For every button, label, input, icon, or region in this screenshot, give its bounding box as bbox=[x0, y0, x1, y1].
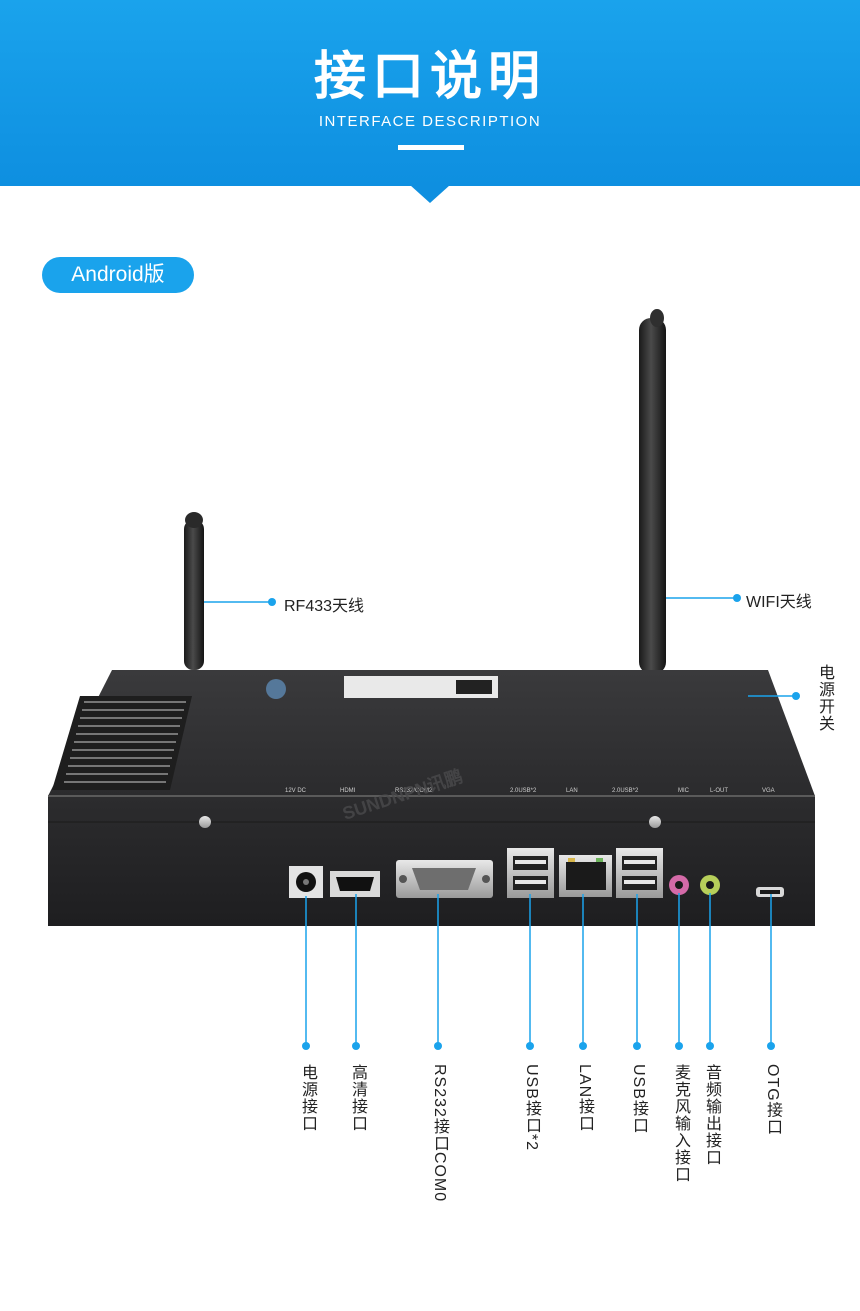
silk-vga: VGA bbox=[762, 788, 775, 794]
label-power-port: 电源接口 bbox=[299, 1064, 316, 1132]
screw bbox=[649, 816, 661, 828]
silk-hdmi: HDMI bbox=[340, 788, 356, 794]
wifi-antenna bbox=[639, 309, 666, 674]
usb-port-stack-2 bbox=[616, 848, 663, 898]
label-hdmi-port: 高清接口 bbox=[349, 1064, 366, 1132]
label-rf433-antenna: RF433天线 bbox=[284, 598, 365, 615]
hdmi-port bbox=[330, 871, 380, 897]
silk-usb2: 2.0USB*2 bbox=[612, 788, 639, 794]
audio-out-port bbox=[700, 875, 720, 895]
leader-lines bbox=[204, 594, 800, 1050]
lan-port bbox=[559, 855, 612, 897]
label-mic-port: 麦克风输入接口 bbox=[672, 1064, 689, 1183]
silk-lout: L-OUT bbox=[710, 788, 728, 794]
otg-port bbox=[756, 887, 784, 897]
rs232-port bbox=[396, 860, 493, 898]
usb-port-stack-1 bbox=[507, 848, 554, 898]
label-wifi-antenna: WIFI天线 bbox=[746, 594, 812, 611]
silk-rs232: RS232/COM2 bbox=[395, 788, 433, 794]
device-top-face bbox=[48, 670, 815, 796]
label-rs232-port: RS232接口COM0 bbox=[431, 1064, 448, 1203]
label-audio-out-port: 音频输出接口 bbox=[703, 1064, 720, 1166]
header-banner-notch bbox=[410, 185, 450, 203]
label-usb-port: USB接口 bbox=[630, 1064, 647, 1134]
rf433-antenna bbox=[184, 512, 204, 670]
label-otg-port: OTG接口 bbox=[764, 1064, 781, 1136]
label-usb-port-x2: USB接口*2 bbox=[523, 1064, 540, 1152]
top-logo-dot bbox=[266, 679, 286, 699]
silk-usb1: 2.0USB*2 bbox=[510, 788, 537, 794]
label-power-switch: 电源开关 bbox=[816, 664, 833, 732]
power-port bbox=[289, 866, 323, 898]
page-title: 接口说明 bbox=[313, 47, 546, 107]
spec-label bbox=[52, 696, 192, 790]
silk-mic: MIC bbox=[678, 788, 690, 794]
silk-lan: LAN bbox=[566, 788, 578, 794]
version-badge: Android版 bbox=[42, 257, 194, 293]
mic-port bbox=[669, 875, 689, 895]
silk-12v: 12V DC bbox=[285, 788, 307, 794]
screw bbox=[199, 816, 211, 828]
page-subtitle: INTERFACE DESCRIPTION bbox=[318, 113, 542, 130]
header-banner bbox=[0, 0, 860, 186]
label-lan-port: LAN接口 bbox=[576, 1064, 593, 1133]
title-underline bbox=[398, 145, 464, 150]
